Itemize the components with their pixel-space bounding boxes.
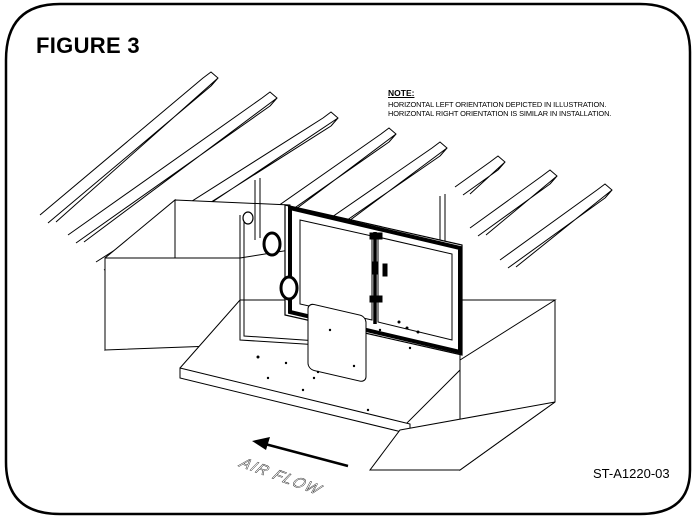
furnace-unit	[242, 204, 463, 382]
door-handle	[369, 232, 383, 240]
note-line: HORIZONTAL LEFT ORIENTATION DEPICTED IN …	[388, 100, 607, 109]
panel-details	[256, 320, 420, 412]
note-line: HORIZONTAL RIGHT ORIENTATION IS SIMILAR …	[388, 109, 612, 118]
joist	[499, 183, 613, 269]
door-latch	[372, 261, 378, 275]
airflow-arrow	[252, 437, 349, 468]
figure-border	[4, 2, 692, 516]
note-heading: NOTE:	[388, 88, 415, 98]
joist	[214, 127, 397, 259]
unit-door-right	[377, 236, 453, 341]
door-handle	[369, 295, 383, 303]
duct-back-wall	[174, 199, 291, 259]
joist	[67, 91, 278, 244]
unit-door-left	[299, 219, 373, 321]
vent-port	[279, 275, 299, 301]
vent-port	[262, 231, 282, 257]
ceiling-joists	[39, 71, 613, 271]
door-latch	[382, 263, 388, 277]
joist	[39, 71, 219, 224]
vent-port-small	[242, 211, 254, 225]
drawing-code: ST-A1220-03	[593, 466, 670, 481]
unit-window-left	[307, 303, 367, 382]
joist	[454, 155, 506, 196]
duct-right-lower	[369, 401, 556, 471]
joist	[95, 111, 339, 271]
joist	[289, 141, 448, 255]
hanger-rod	[254, 178, 261, 240]
joist	[469, 169, 558, 237]
note-block: NOTE: HORIZONTAL LEFT ORIENTATION DEPICT…	[388, 88, 611, 118]
figure-title: FIGURE 3	[36, 33, 140, 58]
hanger-rod	[239, 215, 321, 346]
